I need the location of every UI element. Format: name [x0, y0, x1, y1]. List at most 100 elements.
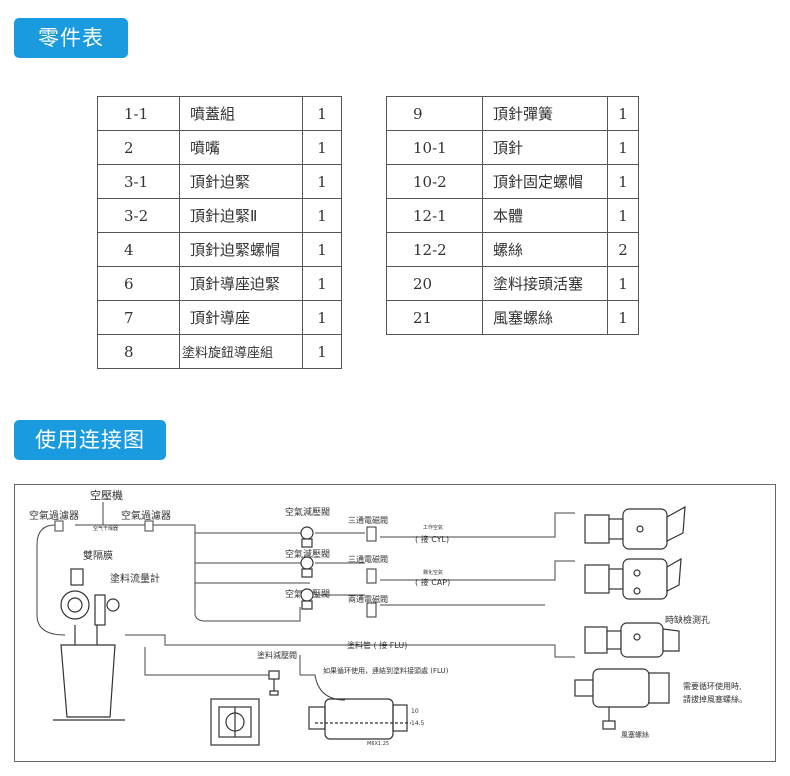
- filter-right-label: 空氣過濾器: [121, 509, 171, 522]
- paint-tube-label: 塗料管 ( 接 FLU): [347, 640, 407, 650]
- spray-gun-3-icon: [584, 622, 680, 658]
- spray-gun-4-icon: [574, 668, 670, 730]
- part-qty: 1: [302, 300, 342, 335]
- paint-reg-label: 塗料減壓閥: [257, 650, 297, 660]
- section-title-connection: 使用连接图: [14, 420, 166, 460]
- cap-label: ( 接 CAP): [415, 577, 450, 587]
- part-name: 塗料接頭活塞: [482, 266, 608, 301]
- part-number: 3-2: [97, 198, 180, 233]
- part-number: 20: [386, 266, 483, 301]
- side-view-icon: [308, 698, 411, 740]
- diaphragm-pump-icon: [53, 568, 125, 721]
- part-qty: 1: [302, 334, 342, 369]
- part-number: 2: [97, 130, 180, 165]
- part-name: 風塞螺絲: [482, 300, 608, 335]
- part-qty: 1: [607, 198, 639, 233]
- filter-right-icon: [144, 520, 154, 532]
- atom-air-label: 霧化空氣: [423, 569, 443, 576]
- regulator-1-icon: [300, 526, 314, 548]
- valve1-label: 三通電磁閥: [348, 515, 388, 525]
- check-hole-label: 時缺檢測孔: [665, 614, 710, 626]
- part-qty: 1: [302, 232, 342, 267]
- part-qty: 1: [302, 96, 342, 131]
- dim-m6: M6X1.25: [367, 741, 389, 747]
- part-number: 3-1: [97, 164, 180, 199]
- valve-1-icon: [366, 526, 377, 542]
- part-name: 頂針彈簧: [482, 96, 608, 131]
- part-number: 12-1: [386, 198, 483, 233]
- part-number: 12-2: [386, 232, 483, 267]
- circ-note-1: 需要循环使用時,: [683, 681, 742, 691]
- part-qty: 2: [607, 232, 639, 267]
- reg1-label: 空氣減壓閥: [285, 506, 330, 518]
- air-screw-label: 風塞螺絲: [621, 730, 649, 739]
- diaphragm-label: 雙隔膜: [83, 549, 113, 562]
- part-name: 頂針導座: [179, 300, 303, 335]
- valve2-label: 三通電磁閥: [348, 554, 388, 564]
- part-name: 頂針: [482, 130, 608, 165]
- part-qty: 1: [607, 266, 639, 301]
- spray-gun-2-icon: [584, 557, 682, 600]
- part-name: 噴蓋組: [179, 96, 303, 131]
- part-number: 1-1: [97, 96, 180, 131]
- part-name: 噴嘴: [179, 130, 303, 165]
- valve3-label: 兩通電磁閥: [348, 594, 388, 604]
- work-air-label: 工作空氣: [423, 524, 443, 531]
- part-number: 10-1: [386, 130, 483, 165]
- part-name: 頂針導座迫緊: [179, 266, 303, 301]
- part-name: 螺絲: [482, 232, 608, 267]
- compressor-label: 空壓機: [90, 488, 123, 502]
- part-name: 頂針迫緊Ⅱ: [179, 198, 303, 233]
- part-number: 10-2: [386, 164, 483, 199]
- part-name: 塗料旋鈕導座組: [179, 334, 303, 369]
- part-name: 頂針迫緊: [179, 164, 303, 199]
- dryer-label: 空气干燥器: [93, 525, 118, 532]
- valve-2-icon: [366, 568, 377, 584]
- part-qty: 1: [302, 130, 342, 165]
- part-name: 頂針固定螺帽: [482, 164, 608, 199]
- circ-note-2: 請拔掉風塞螺絲。: [683, 694, 747, 704]
- spray-gun-1-icon: [584, 505, 686, 550]
- filter-left-icon: [54, 520, 64, 532]
- part-qty: 1: [607, 164, 639, 199]
- part-qty: 1: [607, 130, 639, 165]
- valve-3-icon: [366, 602, 377, 618]
- dim-14-5: 14.5: [411, 720, 425, 727]
- flow-meter-label: 塗料流量計: [110, 572, 160, 585]
- part-number: 9: [386, 96, 483, 131]
- part-name: 頂針迫緊螺帽: [179, 232, 303, 267]
- part-qty: 1: [302, 198, 342, 233]
- regulator-3-icon: [300, 588, 314, 610]
- regulator-2-icon: [300, 556, 314, 578]
- cyl-label: ( 接 CYL): [415, 534, 449, 544]
- part-qty: 1: [607, 300, 639, 335]
- loop-note: 如果循环使用，連結到塗料接頭處 (FLU): [323, 666, 449, 675]
- part-qty: 1: [302, 266, 342, 301]
- connection-diagram: 空壓機 空氣過濾器 空氣過濾器 空气干燥器 雙隔膜 塗料流量計 空氣減壓閥 空氣…: [14, 484, 776, 762]
- part-number: 21: [386, 300, 483, 335]
- part-number: 6: [97, 266, 180, 301]
- section-title-parts: 零件表: [14, 18, 128, 58]
- reg2-label: 空氣減壓閥: [285, 548, 330, 560]
- part-number: 7: [97, 300, 180, 335]
- part-qty: 1: [302, 164, 342, 199]
- front-view-icon: [210, 698, 260, 746]
- part-number: 4: [97, 232, 180, 267]
- paint-regulator-icon: [268, 670, 280, 696]
